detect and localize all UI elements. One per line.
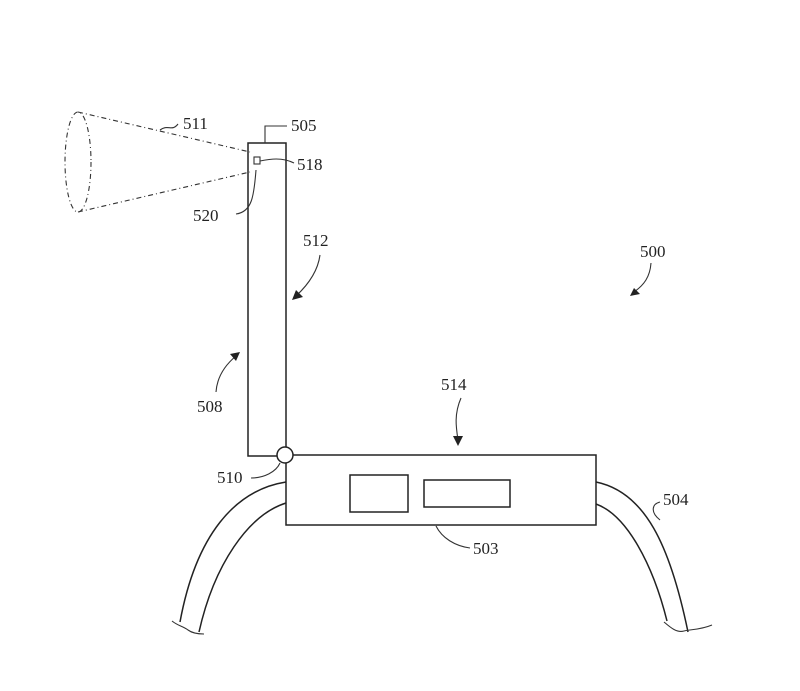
- cone-edge-bottom: [77, 171, 251, 213]
- arrow-514-head: [453, 436, 463, 446]
- leader-505: [264, 125, 287, 143]
- label-508: 508: [197, 397, 223, 416]
- strap-left-outer: [179, 481, 287, 623]
- arrow-512: [295, 254, 321, 297]
- arrow-508-head: [230, 352, 240, 361]
- label-503: 503: [473, 539, 499, 558]
- leader-504: [652, 501, 661, 521]
- strap-left-end: [171, 620, 205, 635]
- arrow-514: [455, 397, 462, 441]
- reference-arrows: [215, 254, 652, 446]
- strap-right-outer: [595, 481, 689, 633]
- label-512: 512: [303, 231, 329, 250]
- arrow-508: [215, 355, 237, 393]
- label-500: 500: [640, 242, 666, 261]
- internal-component-left: [349, 474, 409, 513]
- label-511: 511: [183, 114, 208, 133]
- label-520: 520: [193, 206, 219, 225]
- arrow-500: [633, 262, 652, 293]
- label-514: 514: [441, 375, 467, 394]
- leader-520: [235, 169, 257, 215]
- internal-component-right: [423, 479, 511, 508]
- leader-510: [250, 462, 281, 479]
- arrow-500-head: [630, 288, 640, 296]
- strap-right-inner: [595, 503, 668, 622]
- strap: [171, 481, 713, 635]
- camera-arm: [247, 142, 287, 457]
- cone-base: [64, 111, 92, 213]
- leader-511: [159, 123, 179, 131]
- leader-503: [435, 525, 471, 549]
- camera-sensor: [253, 156, 261, 165]
- leader-lines: [159, 123, 661, 549]
- label-518: 518: [297, 155, 323, 174]
- label-510: 510: [217, 468, 243, 487]
- strap-right-end: [663, 621, 713, 632]
- leader-518: [259, 158, 295, 164]
- field-of-view-cone: [64, 111, 251, 213]
- label-505: 505: [291, 116, 317, 135]
- cone-edge-top: [77, 111, 251, 153]
- label-504: 504: [663, 490, 689, 509]
- arrow-512-head: [292, 290, 303, 300]
- strap-left-inner: [198, 502, 287, 633]
- hinge: [276, 446, 294, 464]
- housing-body: [285, 454, 597, 526]
